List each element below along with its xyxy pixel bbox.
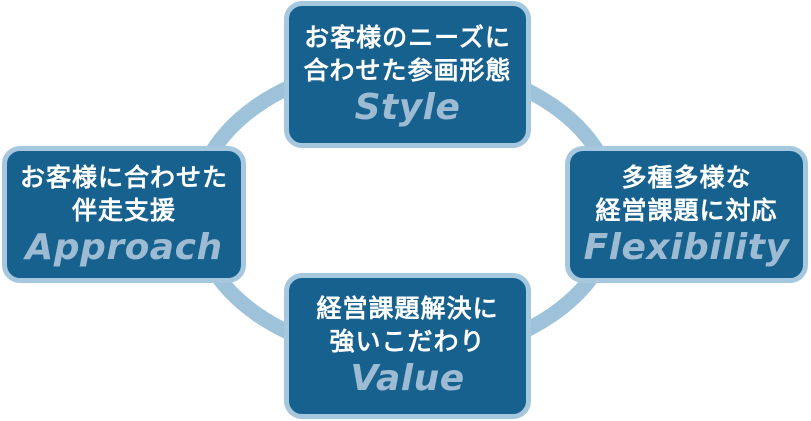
node-style-line-2: 合わせた参画形態 xyxy=(303,55,512,85)
node-flexibility-line-1: 多種多様な xyxy=(621,162,752,192)
node-style-label: Style xyxy=(354,86,461,128)
node-flexibility-line-2: 経営課題に対応 xyxy=(595,195,778,225)
node-value-label: Value xyxy=(350,358,465,400)
node-style-line-1: お客様のニーズに xyxy=(304,22,511,52)
node-value: 経営課題解決に 強いこだわり Value xyxy=(284,273,531,419)
node-style: お客様のニーズに 合わせた参画形態 Style xyxy=(284,1,531,148)
node-approach-label: Approach xyxy=(25,226,223,268)
node-approach-line-2: 伴走支援 xyxy=(71,195,176,225)
node-value-line-2: 強いこだわり xyxy=(329,327,486,357)
node-flexibility: 多種多様な 経営課題に対応 Flexibility xyxy=(565,146,808,283)
node-approach: お客様に合わせた 伴走支援 Approach xyxy=(2,146,246,283)
node-flexibility-label: Flexibility xyxy=(583,226,790,268)
node-approach-line-1: お客様に合わせた xyxy=(19,162,228,192)
node-value-line-1: 経営課題解決に xyxy=(316,294,499,324)
